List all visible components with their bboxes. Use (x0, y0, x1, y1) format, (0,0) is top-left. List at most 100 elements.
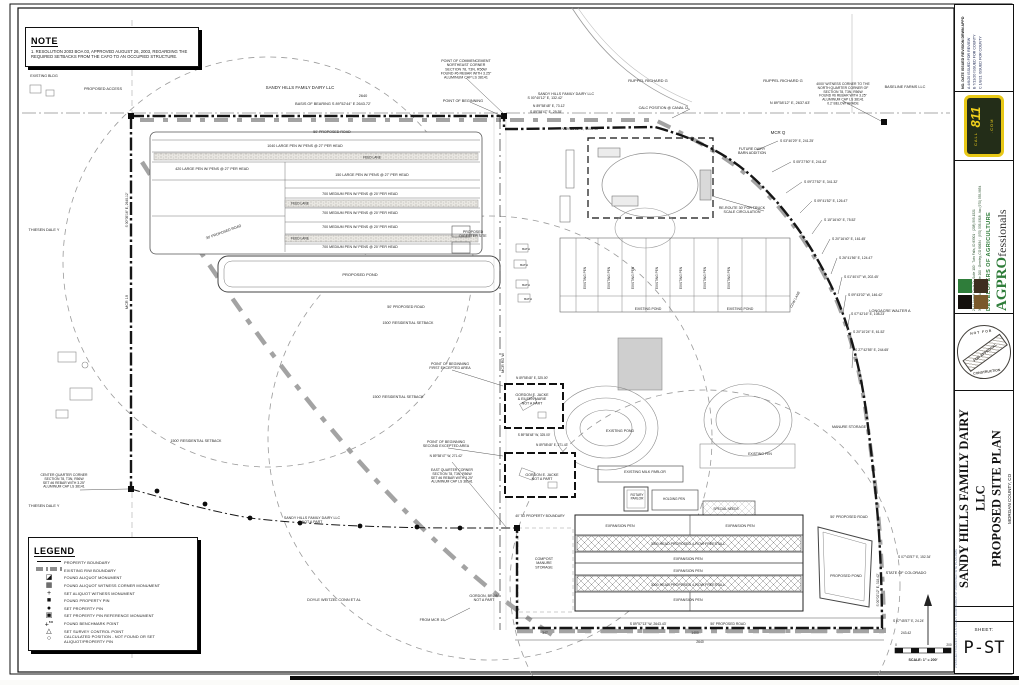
plan-label: EXISTING PEN (727, 266, 731, 289)
calc-symbol-icon: ○ (46, 635, 52, 643)
plan-label: EXPANSION PEN (673, 598, 702, 602)
stamp-inner-text: FOR APPROVAL (962, 333, 1008, 373)
plan-label: FROM MCR 19 (420, 618, 445, 622)
plan-label: S 89°58'48" W, 325.00' (518, 433, 551, 437)
legend-item: ◪ FOUND ALIQUOT MONUMENT (34, 574, 192, 582)
found_pin-symbol-icon: ■ (46, 597, 52, 605)
legend-item: ●SET PROPERTY PIN (34, 605, 192, 613)
plan-label: EXISTING POND (727, 307, 754, 311)
plan-label: SCALE: 1" = 200' (908, 658, 937, 662)
plan-label: 700 MEDIUM PEN W/ PENS @ 20' PER HEAD (322, 211, 398, 215)
plan-label: CALC POSITION @ CANAL CL (639, 106, 690, 110)
property-line-symbol-icon (34, 559, 64, 566)
legend-item-label: FOUND ALIQUOT WITNESS CORNER MONUMENT (64, 583, 161, 589)
plan-label: N 89°58'48" E, 325.00' (516, 376, 548, 380)
legend-item-label: SET PROPERTY PIN REFERENCE MONUMENT (64, 613, 154, 619)
legend-item-label: PROPERTY BOUNDARY (64, 560, 111, 566)
plan-label: 700 MEDIUM PEN W/ PENS @ 20' PER HEAD (322, 245, 398, 249)
note-text: 1. RESOLUTION 2003 BOA 03, APPROVED AUGU… (31, 49, 188, 60)
plan-label: N 89°58'47" W, 271.42' (430, 454, 463, 458)
plan-label: POINT OF BEGINNING (443, 99, 483, 103)
plot-filepath-text: Z:\PROJECTS\SANDY HILLS FAMILY DAIRY\DWG… (954, 549, 958, 668)
titleblock-spacer (955, 607, 1013, 622)
plan-label: S 01°40'47" W, 202.45' (844, 275, 879, 279)
plan-label: S 20°16'40" E, 161.45' (832, 237, 866, 241)
plan-label: EXISTING PEN (631, 266, 635, 289)
plan-label: BATH (522, 247, 530, 251)
plan-label: EXPANSION PEN (673, 569, 702, 573)
plan-label: EXISTING POND (606, 429, 635, 433)
plan-label: SANDY HILLS FAMILY DAIRY LLC (538, 92, 595, 96)
plan-label: FEED LANE (291, 202, 309, 206)
plan-label: S 07°45'57" E, 24.24' (893, 619, 924, 623)
control-symbol-icon: △ (46, 627, 52, 635)
plan-label: S 07°43'57" E, 152.34' (898, 555, 931, 559)
plan-label: 50' PROPOSED ROAD (830, 515, 868, 519)
plan-label: 50' PROPOSED ROAD (387, 305, 425, 309)
legend-item: PROPERTY BOUNDARY (34, 559, 192, 567)
sheet-number: P-ST (963, 638, 1005, 658)
legend-item-label: SET SURVEY CONTROL POINT (64, 628, 124, 634)
plan-label: 1500' RESIDENTIAL SETBACK (373, 395, 424, 399)
plan-label: MCR RD W (501, 353, 505, 373)
plan-label: 700 MEDIUM PEN W/ PENS @ 20' PER HEAD (322, 192, 398, 196)
legend-item: +SET ALIQUOT WITNESS MONUMENT (34, 589, 192, 597)
plan-label: EXISTING PEN (748, 452, 772, 456)
plan-label: S 15°16'40" E, 75.52' (824, 218, 856, 222)
project-title: SANDY HILLS FAMILY DAIRY LLC PROPOSED SI… (956, 395, 1005, 602)
aliquot-symbol-icon: ◪ (45, 574, 53, 582)
plan-label: THIESEN DALE Y (29, 504, 60, 508)
plan-label: MANURE STORAGE (832, 425, 867, 429)
plan-label: LONGACRE WALTER A (869, 309, 911, 313)
legend-item-label: SET ALIQUOT WITNESS MONUMENT (64, 590, 135, 596)
plan-label: SANDY HILLS FAMILY DAIRY LLC (266, 85, 335, 90)
plan-label: FEED LANE (363, 156, 381, 160)
plan-label: 50' PROPOSED ROAD (313, 130, 351, 134)
plan-label: S 00°02'12" E, 318.42' (876, 573, 880, 606)
approval-stamp: NOT FOR FOR APPROVAL CONSTRUCTION (955, 314, 1013, 391)
legend-item: EXISTING R/W BOUNDARY (34, 567, 192, 575)
call-811-icon: CALL 811 .COM (964, 95, 1004, 157)
plan-label: 243.42 (901, 631, 911, 635)
plan-label: MCR Q (771, 130, 786, 135)
plan-label: 1500' RESIDENTIAL SETBACK (383, 321, 434, 325)
plan-label: S 09°41'52" E, 126.47' (814, 199, 848, 203)
plot-filepath: Z:\PROJECTS\SANDY HILLS FAMILY DAIRY\DWG… (954, 4, 959, 672)
legend-item-label: SET PROPERTY PIN (64, 605, 104, 611)
plan-label: MCR 19 (125, 295, 129, 309)
agpro-brand: AGPROfessionals (994, 163, 1011, 312)
plan-label: FEED LANE (291, 237, 309, 241)
plan-label: 200 (946, 643, 952, 647)
plan-label: EXPANSION PEN (605, 524, 634, 528)
plan-label: COW LANE (789, 290, 801, 308)
plan-label: S 00°40'12" E, 132.42' (528, 96, 563, 100)
scan-edge-strip (290, 676, 1019, 680)
plan-label: 1500' RESIDENTIAL SETBACK (171, 439, 222, 443)
plan-label: 700 MEDIUM PEN W/ PENS @ 20' PER HEAD (322, 225, 398, 229)
project-county: MORGAN COUNTY, CO (1007, 473, 1012, 524)
plan-label: BASIS OF BEARING S 89°52'44" E 2643.72' (295, 102, 371, 106)
project-title-block: SANDY HILLS FAMILY DAIRY LLC PROPOSED SI… (955, 391, 1013, 607)
plan-label: N 89°58'48" E, 271.43' (536, 443, 568, 447)
plan-label: 50' PROPOSED ROAD (710, 622, 746, 626)
legend-item-label: FOUND ALIQUOT MONUMENT (64, 575, 122, 581)
plan-label: 347 (542, 631, 548, 635)
plan-label: PROPOSED POND (830, 574, 862, 578)
plan-label: STATE OF COLORADO (886, 571, 927, 575)
project-name: SANDY HILLS FAMILY DAIRY LLC (957, 409, 988, 588)
plan-label: 3000 HEAD PROPOSED 4-ROW FREESTALL (651, 583, 726, 587)
